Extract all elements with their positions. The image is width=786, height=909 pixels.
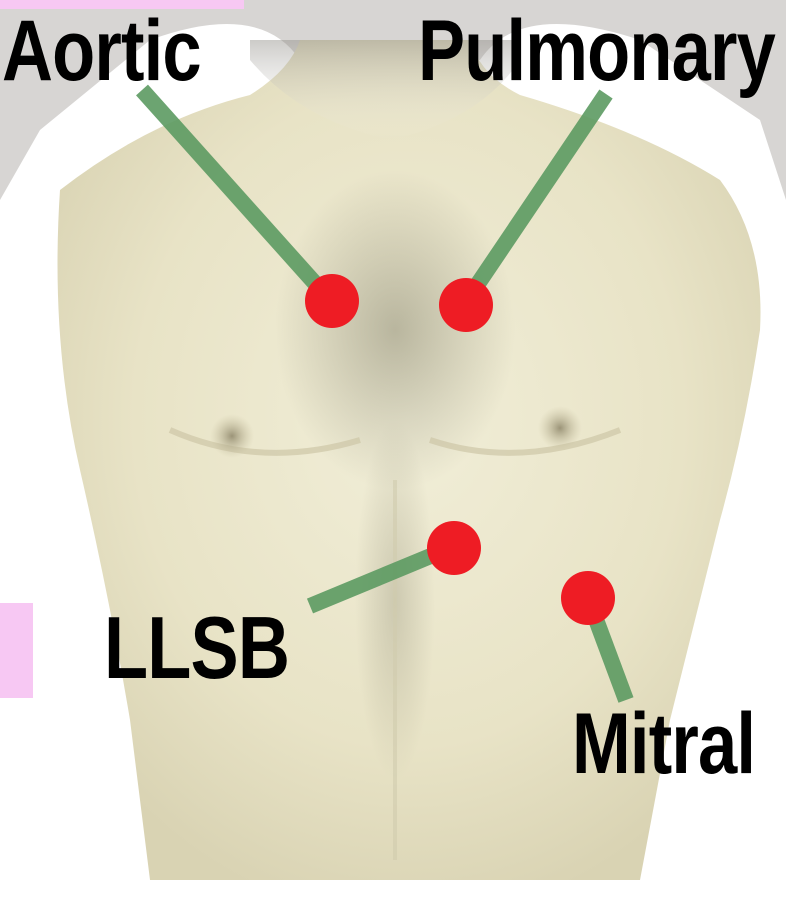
llsb-marker <box>427 521 481 575</box>
right-nipple <box>538 406 582 450</box>
pulmonary-marker <box>439 278 493 332</box>
aortic-label: Aortic <box>2 2 201 101</box>
left-nipple <box>210 414 254 458</box>
pulmonary-label: Pulmonary <box>418 2 775 101</box>
highlight-box-left <box>0 603 33 698</box>
llsb-label: LLSB <box>104 597 289 699</box>
mitral-label: Mitral <box>572 695 755 794</box>
aortic-marker <box>305 274 359 328</box>
mitral-marker <box>561 571 615 625</box>
